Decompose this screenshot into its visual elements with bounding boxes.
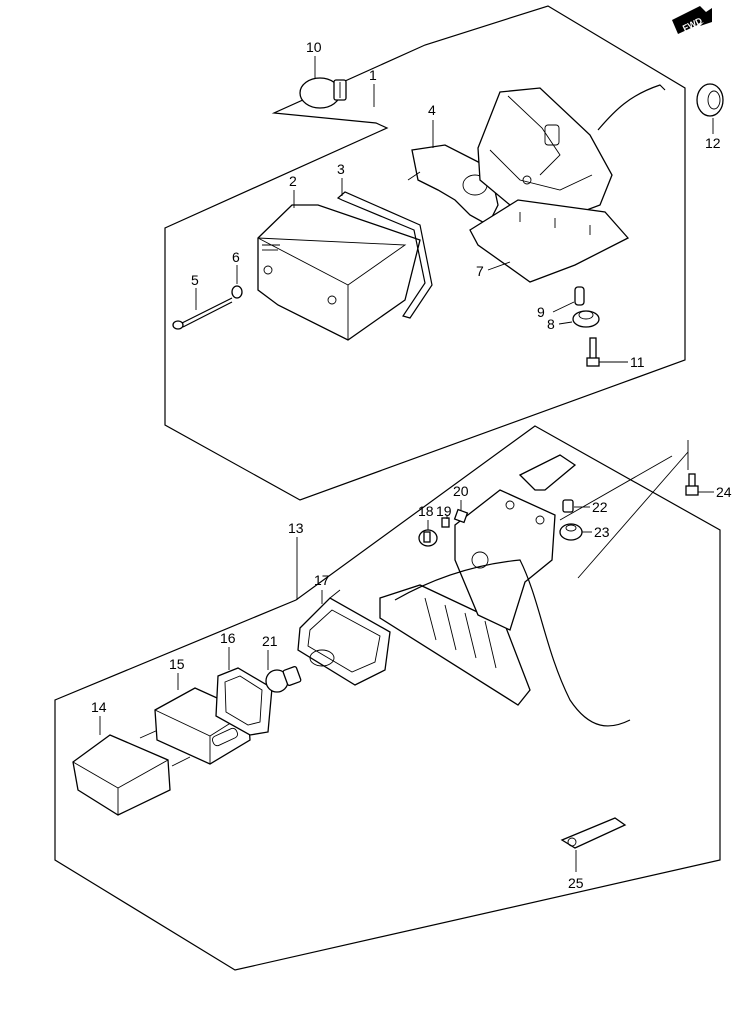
screw-5	[172, 297, 233, 330]
callout-17: 17	[314, 572, 330, 588]
callout-2: 2	[289, 173, 297, 189]
nut-20	[453, 508, 469, 524]
gasket-3	[336, 191, 433, 319]
lens-14	[72, 729, 191, 816]
callout-9: 9	[537, 304, 545, 320]
callout-24: 24	[716, 484, 732, 500]
grommet-12	[696, 83, 724, 117]
bolt-18	[418, 529, 438, 547]
bolt-24	[685, 473, 699, 496]
callout-18: 18	[418, 503, 434, 519]
tail-lens-2	[257, 204, 421, 341]
bracket-plate-4	[407, 144, 499, 226]
bulb-10	[299, 77, 347, 109]
callout-20: 20	[453, 483, 469, 499]
callout-19: 19	[436, 503, 452, 519]
washer-6	[231, 285, 243, 299]
gasket-16	[215, 667, 273, 736]
callout-23: 23	[594, 524, 610, 540]
callout-3: 3	[337, 161, 345, 177]
grommet-23	[559, 523, 583, 541]
bolt-11	[586, 337, 600, 367]
nut-19	[441, 517, 450, 528]
callout-8: 8	[547, 316, 555, 332]
callout-11: 11	[630, 354, 645, 370]
callout-7: 7	[476, 263, 484, 279]
callout-16: 16	[220, 630, 236, 646]
housing-7	[469, 84, 666, 283]
callout-5: 5	[191, 272, 199, 288]
grommet-8	[572, 310, 600, 328]
callout-15: 15	[169, 656, 185, 672]
license-bracket	[379, 454, 631, 727]
collar-22	[562, 499, 574, 513]
collar-9	[574, 286, 585, 306]
callout-21: 21	[262, 633, 278, 649]
callout-13: 13	[288, 520, 304, 536]
fwd-arrow-icon: FWD	[672, 6, 712, 34]
bulb-21	[265, 666, 302, 693]
callout-12: 12	[705, 135, 721, 151]
assembly-13-boundary	[54, 425, 721, 971]
callout-6: 6	[232, 249, 240, 265]
callout-22: 22	[592, 499, 608, 515]
clamp-25	[560, 817, 627, 849]
callout-14: 14	[91, 699, 107, 715]
callout-1: 1	[369, 67, 377, 83]
leader-lines	[99, 56, 714, 872]
socket-plate-17	[297, 589, 391, 686]
callout-4: 4	[428, 102, 436, 118]
callout-10: 10	[306, 39, 322, 55]
callout-labels: 10 1 4 3 2 5 6 7 9 8 11 12 13 14 15 16 2…	[91, 39, 732, 891]
callout-25: 25	[568, 875, 584, 891]
